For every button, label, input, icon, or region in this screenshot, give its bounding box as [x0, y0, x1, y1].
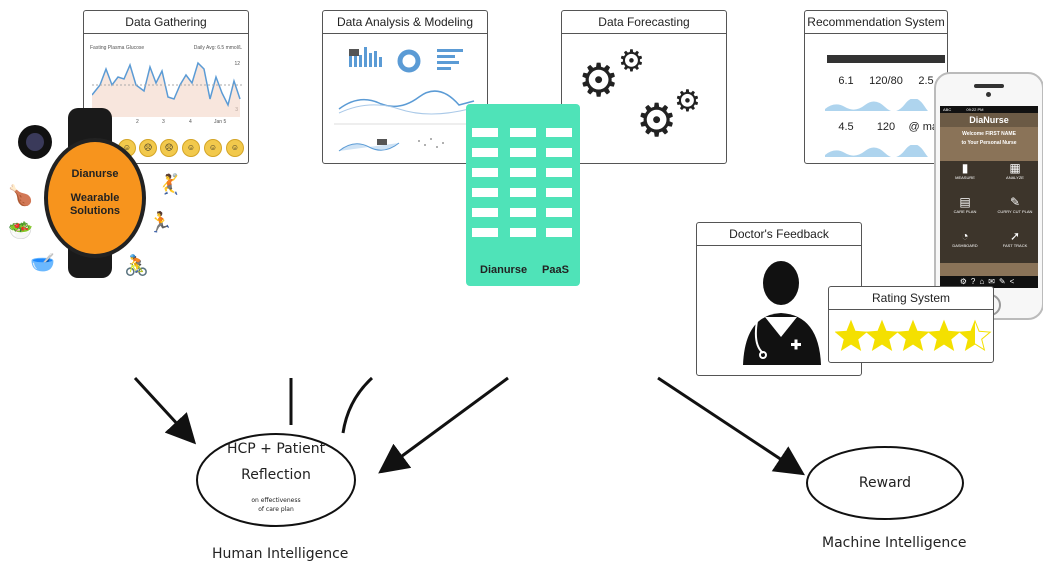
phone-welcome1: Welcome FIRST NAME	[962, 131, 1016, 137]
glucose-chart-subtitle: Daily Avg: 6.5 mmol/L	[193, 45, 242, 51]
running-icon: 🏃	[148, 212, 173, 234]
camera-icon	[18, 125, 52, 159]
data-forecasting-panel: Data Forecasting ⚙ ⚙ ⚙ ⚙	[561, 10, 727, 164]
phone-toolbar: ⚙?⌂✉✎<	[940, 276, 1038, 288]
phone-time: 09:22 PM	[966, 107, 984, 112]
mood-emoji-icon: ☺	[182, 139, 200, 157]
food-icon: 🥣	[30, 252, 55, 274]
star-icon	[927, 319, 961, 351]
paas-label-right: PaaS	[542, 264, 569, 276]
reflection-title-1: HCP + Patient	[226, 441, 326, 457]
phone-carrier: ABC	[943, 107, 952, 112]
doctor-icon	[743, 261, 821, 365]
phone-welcome2: to Your Personal Nurse	[961, 140, 1017, 146]
watch-line1: Dianurse	[71, 168, 119, 180]
doctor-feedback-title: Doctor's Feedback	[697, 223, 861, 246]
data-analysis-panel: Data Analysis & Modeling	[322, 10, 488, 164]
stat-value: 6.1	[838, 75, 854, 87]
star-icon	[865, 319, 899, 351]
recommendation-title: Recommendation System	[805, 11, 947, 34]
arrow-to-reward	[657, 376, 806, 476]
mood-emoji-icon: ☹	[139, 139, 157, 157]
gear-icon: ⚙	[618, 45, 645, 78]
mood-emoji-icon: ☹	[160, 139, 178, 157]
rating-title: Rating System	[829, 287, 993, 310]
machine-intelligence-label: Machine Intelligence	[822, 535, 967, 551]
glucose-y-top: 12	[234, 61, 240, 67]
reflection-sub-2: of care plan	[258, 506, 294, 513]
phone-tile-care-plan[interactable]: ▤CARE PLAN	[940, 195, 990, 229]
wave-sparkline	[825, 99, 945, 111]
x-tick-1: 2	[136, 119, 139, 125]
recommendation-panel: Recommendation System 6.1 120/80 2.5 4.5…	[804, 10, 948, 164]
phone-tile-fast-track[interactable]: ➚FAST TRACK	[990, 229, 1038, 263]
phone-tile-curry-cut-plan[interactable]: ✎CURRY CUT PLAN	[990, 195, 1038, 229]
x-tick-3: 4	[189, 119, 192, 125]
food-icon: 🥗	[8, 220, 33, 242]
phone-tile-dashboard[interactable]: ◔DASHBOARD	[940, 229, 990, 263]
phone-tile-analyze[interactable]: ▦ANALYZE	[990, 161, 1038, 195]
exercise-icon: 🤾	[157, 174, 182, 196]
x-tick-4: Jan 5	[214, 119, 227, 125]
gear-icon: ⚙	[636, 94, 678, 146]
reflection-sub-1: on effectiveness	[251, 497, 301, 504]
watch-line3: Solutions	[69, 205, 121, 217]
gear-icon: ⚙	[578, 54, 620, 106]
glucose-line-chart	[92, 61, 242, 117]
reflection-ellipse	[196, 433, 356, 527]
star-icon	[835, 319, 868, 351]
stat-value: 2.5	[918, 75, 934, 87]
food-icon: 🍗	[8, 185, 33, 207]
phone-screen: ABC 09:22 PM DiaNurse Welcome FIRST NAME…	[940, 106, 1038, 288]
data-forecasting-title: Data Forecasting	[562, 11, 726, 34]
stat-value: 4.5	[838, 121, 854, 133]
phone-body: ABC 09:22 PM DiaNurse Welcome FIRST NAME…	[934, 72, 1043, 320]
data-gathering-title: Data Gathering	[84, 11, 248, 34]
stat-value: 120/80	[869, 75, 903, 87]
mood-emoji-icon: ☺	[204, 139, 222, 157]
curve-forecast-to-reflection	[341, 376, 374, 434]
reflection-title-2: Reflection	[241, 467, 311, 483]
data-gathering-panel: Data Gathering Fasting Plasma Glucose Da…	[83, 10, 249, 164]
stat-value: 120	[876, 121, 896, 133]
phone-tile-measure[interactable]: ▮MEASURE	[940, 161, 990, 195]
wave-sparkline	[825, 145, 945, 157]
reward-ellipse	[806, 446, 964, 520]
reward-label: Reward	[858, 475, 912, 491]
x-tick-2: 3	[162, 119, 165, 125]
data-analysis-title: Data Analysis & Modeling	[323, 11, 487, 34]
watch-line2: Wearable	[70, 192, 120, 204]
star-icon	[958, 319, 992, 351]
human-intelligence-label: Human Intelligence	[212, 546, 349, 562]
paas-building: Dianurse PaaS	[466, 104, 580, 286]
arrow-watch-to-reflection	[133, 376, 197, 445]
mood-emoji-icon: ☺	[226, 139, 244, 157]
cycling-icon: 🚴	[124, 255, 149, 277]
gear-icon: ⚙	[674, 85, 701, 118]
dashboard-thumbnail	[334, 47, 476, 152]
star-icon	[896, 319, 930, 351]
rating-panel: Rating System	[828, 286, 994, 363]
arrow-paas-to-reflection	[378, 376, 509, 474]
paas-label-left: Dianurse	[480, 264, 528, 276]
phone-app-name: DiaNurse	[940, 113, 1038, 127]
star-rating	[835, 319, 992, 351]
watch-face: Dianurse Wearable Solutions	[44, 138, 146, 258]
glucose-chart-title: Fasting Plasma Glucose	[90, 45, 145, 51]
